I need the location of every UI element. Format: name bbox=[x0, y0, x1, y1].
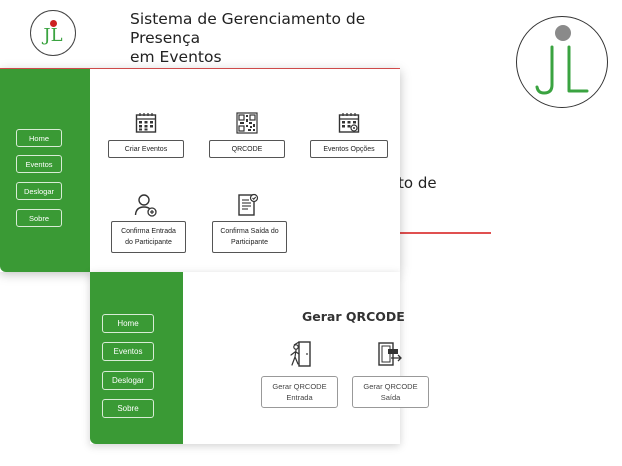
nav2-eventos[interactable]: Eventos bbox=[102, 342, 154, 361]
nav2-deslogar[interactable]: Deslogar bbox=[102, 371, 154, 390]
confirma-saida-button[interactable]: Confirma Saída do Participante bbox=[212, 221, 287, 253]
qrcode-sidebar: Home Eventos Deslogar Sobre bbox=[90, 272, 183, 444]
confirma-entrada-label: Confirma Entrada do Participante bbox=[121, 226, 176, 248]
eventos-opcoes-button[interactable]: Eventos Opções bbox=[310, 140, 388, 158]
big-logo-dot bbox=[555, 25, 571, 41]
big-logo bbox=[516, 16, 608, 108]
gerar-qrcode-title: Gerar QRCODE bbox=[302, 309, 405, 324]
confirma-entrada-button[interactable]: Confirma Entrada do Participante bbox=[111, 221, 186, 253]
page-title-line1: Sistema de Gerenciamento de Presença bbox=[130, 10, 366, 47]
nav-deslogar[interactable]: Deslogar bbox=[16, 182, 62, 200]
gerar-saida-line1: Gerar QRCODE bbox=[363, 382, 418, 391]
qrcode-icon bbox=[236, 112, 258, 134]
nav2-home[interactable]: Home bbox=[102, 314, 154, 333]
header-logo: JL bbox=[30, 10, 76, 56]
confirma-saida-line2: Participante bbox=[231, 239, 268, 246]
page-title: Sistema de Gerenciamento de Presença em … bbox=[130, 10, 400, 67]
nav2-sobre[interactable]: Sobre bbox=[102, 399, 154, 418]
nav-home[interactable]: Home bbox=[16, 129, 62, 147]
logo-dot bbox=[50, 20, 57, 27]
user-add-icon bbox=[134, 194, 157, 217]
dashboard-sidebar: Home Eventos Deslogar Sobre bbox=[0, 69, 90, 272]
gerar-saida-line2: Saída bbox=[380, 393, 401, 402]
confirma-entrada-line2: do Participante bbox=[125, 239, 172, 246]
confirma-saida-label: Confirma Saída do Participante bbox=[220, 226, 278, 248]
gerar-entrada-line1: Gerar QRCODE bbox=[272, 382, 327, 391]
calendar-settings-icon bbox=[338, 113, 360, 133]
gerar-qrcode-entrada-button[interactable]: Gerar QRCODE Entrada bbox=[261, 376, 338, 408]
door-entry-icon bbox=[290, 341, 311, 367]
document-check-icon bbox=[238, 193, 259, 216]
gerar-entrada-line2: Entrada bbox=[286, 393, 313, 402]
gerar-saida-label: Gerar QRCODE Saída bbox=[363, 381, 417, 403]
jl-monogram-icon bbox=[535, 45, 589, 95]
calendar-grid-icon bbox=[135, 113, 157, 133]
confirma-saida-line1: Confirma Saída do bbox=[220, 228, 279, 235]
qrcode-button[interactable]: QRCODE bbox=[209, 140, 285, 158]
logo-text: JL bbox=[43, 25, 63, 46]
criar-eventos-button[interactable]: Criar Eventos bbox=[108, 140, 184, 158]
nav-sobre[interactable]: Sobre bbox=[16, 209, 62, 227]
gerar-entrada-label: Gerar QRCODE Entrada bbox=[272, 381, 326, 403]
page-title-line2: em Eventos bbox=[130, 48, 222, 66]
nav-eventos[interactable]: Eventos bbox=[16, 155, 62, 173]
confirma-entrada-line1: Confirma Entrada bbox=[121, 228, 176, 235]
partial-title-text: to de bbox=[398, 174, 437, 192]
partial-divider bbox=[398, 232, 491, 234]
exit-sign-icon bbox=[378, 342, 402, 366]
gerar-qrcode-saida-button[interactable]: Gerar QRCODE Saída bbox=[352, 376, 429, 408]
